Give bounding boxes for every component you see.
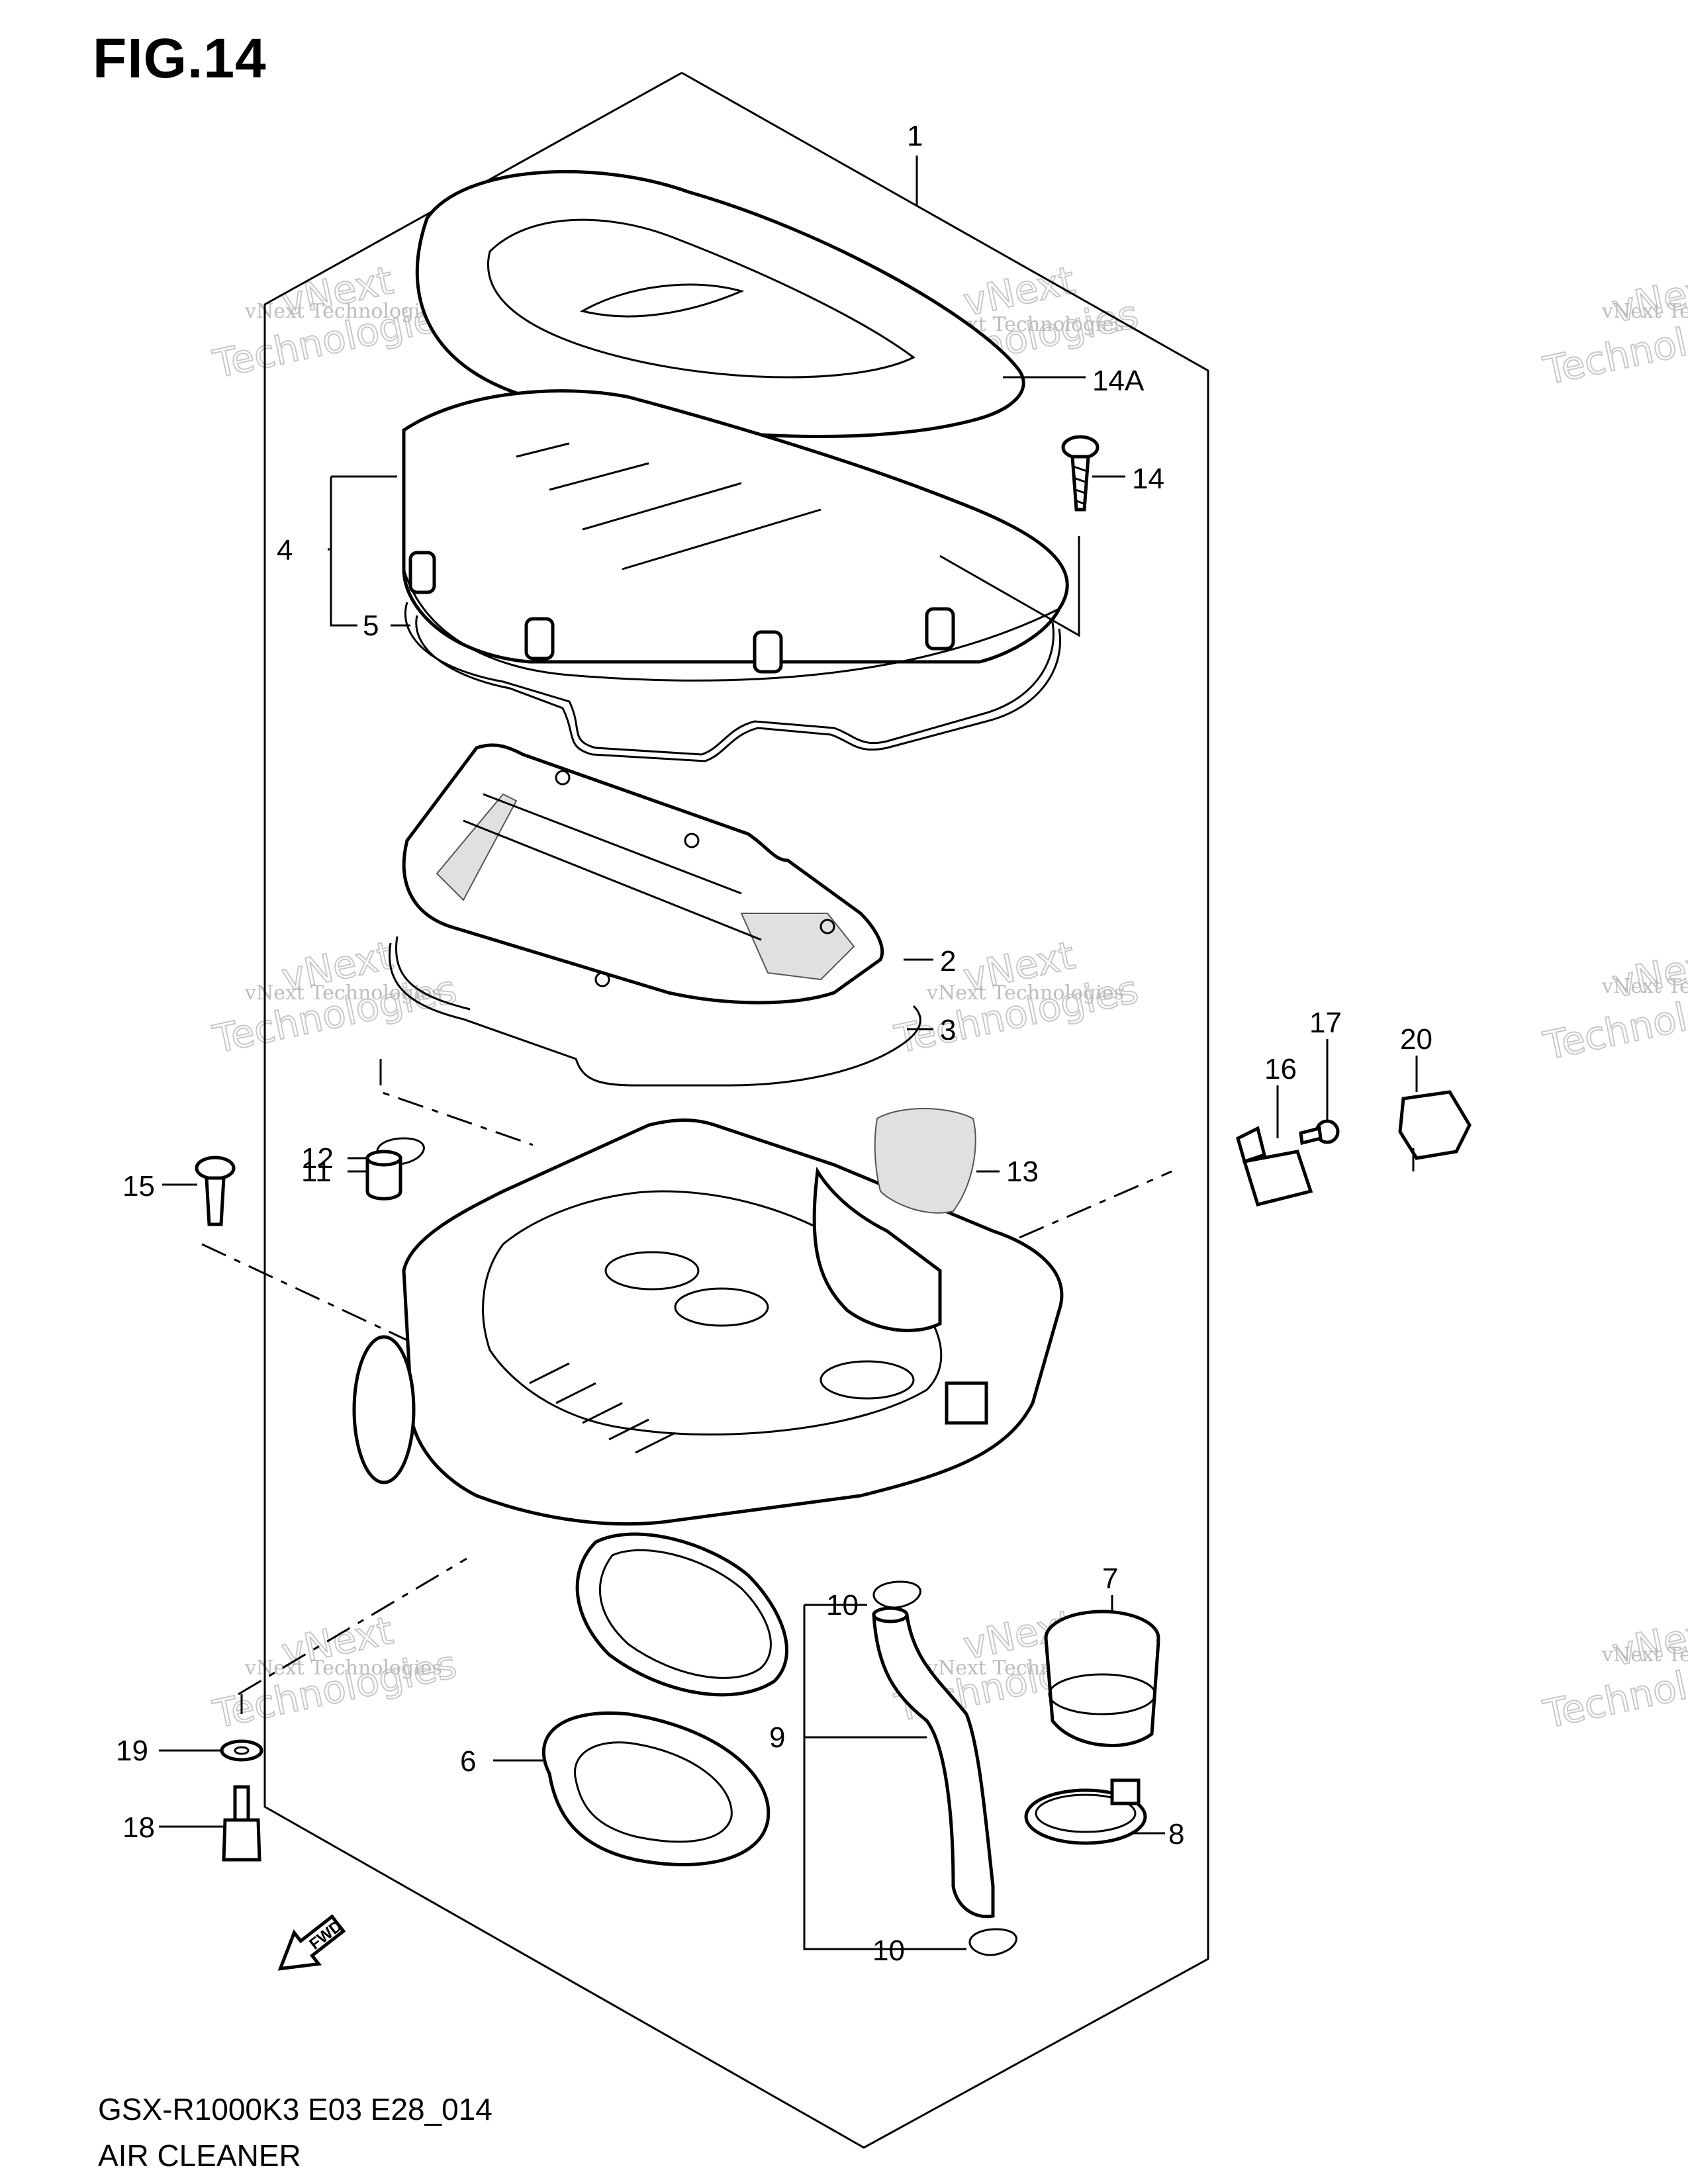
callout-8: 8 — [1168, 1818, 1184, 1850]
dashed-line — [1019, 1170, 1172, 1239]
callout-19: 19 — [116, 1735, 148, 1767]
leader-lines — [159, 156, 1418, 1950]
part-connector-20 — [1398, 1090, 1472, 1171]
callout-15: 15 — [122, 1170, 155, 1203]
watermark-small: vNext Technologies — [926, 981, 1124, 1005]
callout-12: 12 — [301, 1142, 334, 1175]
part-seal-3 — [389, 936, 921, 1087]
part-clamp-8 — [1024, 1778, 1147, 1845]
part-intake-boot-7 — [1044, 1610, 1160, 1747]
callout-3: 3 — [940, 1014, 956, 1046]
callout-10-bottom: 10 — [872, 1934, 905, 1967]
part-ring-6 — [541, 1711, 771, 1866]
callout-16: 16 — [1264, 1053, 1297, 1085]
callout-14: 14 — [1132, 463, 1164, 495]
callout-4: 4 — [277, 534, 293, 567]
callout-5: 5 — [363, 610, 379, 642]
part-washer-19 — [220, 1739, 263, 1762]
part-filter-element-2 — [402, 743, 884, 1005]
dashed-line — [379, 1059, 534, 1146]
watermark-small: vNext Technologies — [1601, 975, 1688, 998]
part-top-cover-14a — [415, 169, 1025, 439]
fwd-arrow: FWD — [277, 1914, 346, 1971]
callout-6: 6 — [460, 1745, 476, 1778]
figure-title: FIG.14 — [93, 27, 267, 89]
callout-1: 1 — [907, 120, 923, 152]
callout-17: 17 — [1309, 1007, 1342, 1039]
part-foam-13 — [874, 1108, 976, 1214]
part-bolt-15 — [195, 1156, 236, 1226]
dashed-line — [201, 1243, 457, 1365]
part-screw-14 — [1061, 435, 1100, 512]
callout-20: 20 — [1400, 1023, 1432, 1056]
watermark-small: vNext Technologies — [1601, 1643, 1688, 1666]
callout-10-top: 10 — [826, 1589, 859, 1621]
watermark-small: vNext Technologies — [244, 981, 442, 1005]
callout-18: 18 — [122, 1811, 155, 1844]
callout-13: 13 — [1006, 1156, 1039, 1188]
part-clip-10-top — [872, 1580, 921, 1609]
part-lower-case — [352, 1118, 1064, 1697]
model-code: GSX-R1000K3 E03 E28_014 — [98, 2092, 492, 2126]
watermark-small: vNext Technologies — [244, 1657, 442, 1680]
dashed-line — [238, 1557, 467, 1696]
part-screw-17 — [1299, 1119, 1340, 1146]
part-sensor-16 — [1236, 1126, 1313, 1207]
part-sensor-18 — [222, 1785, 261, 1862]
assembly-boundary — [263, 71, 1209, 2149]
part-cap-11 — [365, 1150, 402, 1201]
callout-14a: 14A — [1092, 365, 1145, 397]
callout-11: 11 — [301, 1156, 332, 1188]
part-clip-10-bottom — [968, 1928, 1017, 1956]
part-upper-case-4 — [402, 389, 1069, 682]
watermark-small: vNext Technologies — [244, 300, 442, 323]
callout-9: 9 — [769, 1721, 785, 1754]
watermark-small: vNext Technologies — [1601, 300, 1688, 323]
assembly-name: AIR CLEANER — [98, 2138, 301, 2173]
callout-7: 7 — [1102, 1563, 1118, 1595]
part-gasket-5 — [404, 602, 1061, 762]
callout-2: 2 — [940, 945, 956, 978]
